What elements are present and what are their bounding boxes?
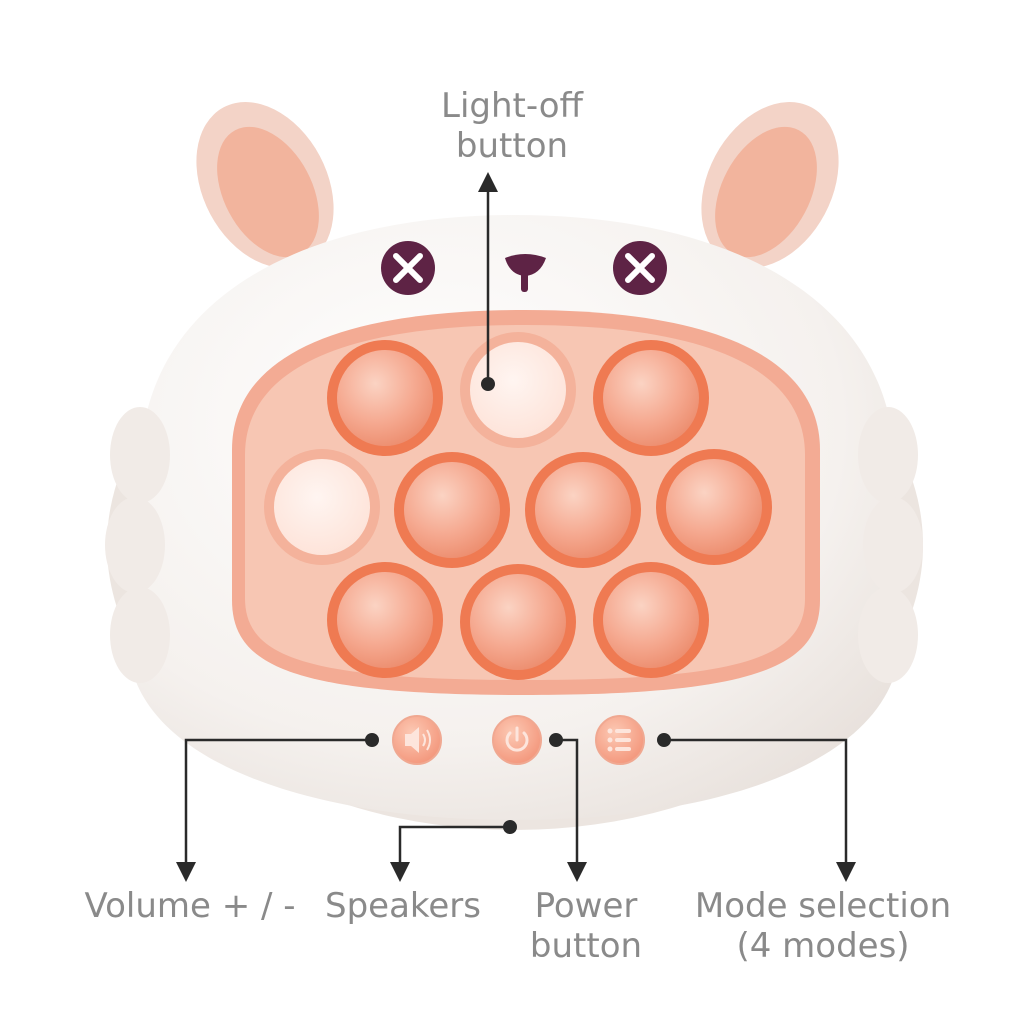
volume-button[interactable] [392, 715, 442, 765]
left-eye-icon [381, 241, 435, 295]
light-off-pointer [478, 172, 498, 391]
pop-bubble[interactable] [460, 564, 576, 680]
pop-bubble[interactable] [593, 562, 709, 678]
volume-pointer [176, 733, 379, 882]
mode-label-line1: Mode selection [694, 886, 952, 926]
power-pointer [549, 733, 587, 882]
pop-bubble[interactable] [327, 340, 443, 456]
speakers-label: Speakers [318, 886, 488, 926]
pop-bubble[interactable] [394, 452, 510, 568]
volume-label: Volume + / - [80, 886, 300, 926]
light-off-bubble[interactable] [460, 332, 576, 448]
mode-label: Mode selection (4 modes) [688, 886, 958, 966]
power-button[interactable] [492, 715, 542, 765]
light-off-label-line1: Light-off [441, 86, 583, 126]
power-label: Power button [516, 886, 656, 966]
speaker-icon [405, 727, 431, 753]
pop-bubble[interactable] [593, 340, 709, 456]
light-off-label: Light-off button [412, 86, 612, 166]
power-icon [505, 726, 529, 752]
pop-bubble[interactable] [327, 562, 443, 678]
mode-button[interactable] [595, 715, 645, 765]
mode-pointer [657, 733, 856, 882]
power-label-line2: button [529, 926, 643, 966]
pop-bubble[interactable] [525, 452, 641, 568]
right-eye-icon [613, 241, 667, 295]
light-off-label-line2: button [455, 126, 569, 166]
speakers-pointer [390, 820, 517, 882]
power-label-line1: Power [534, 886, 638, 926]
pop-bubble[interactable] [656, 449, 772, 565]
left-ear [196, 102, 334, 268]
speakers-label-line1: Speakers [324, 886, 481, 926]
lit-bubble[interactable] [264, 449, 380, 565]
nose-icon [505, 254, 546, 292]
right-ear [701, 102, 839, 268]
mode-label-line2: (4 modes) [736, 926, 910, 966]
list-icon [607, 728, 631, 752]
volume-label-line1: Volume + / - [84, 886, 296, 926]
callout-lines [176, 172, 856, 882]
